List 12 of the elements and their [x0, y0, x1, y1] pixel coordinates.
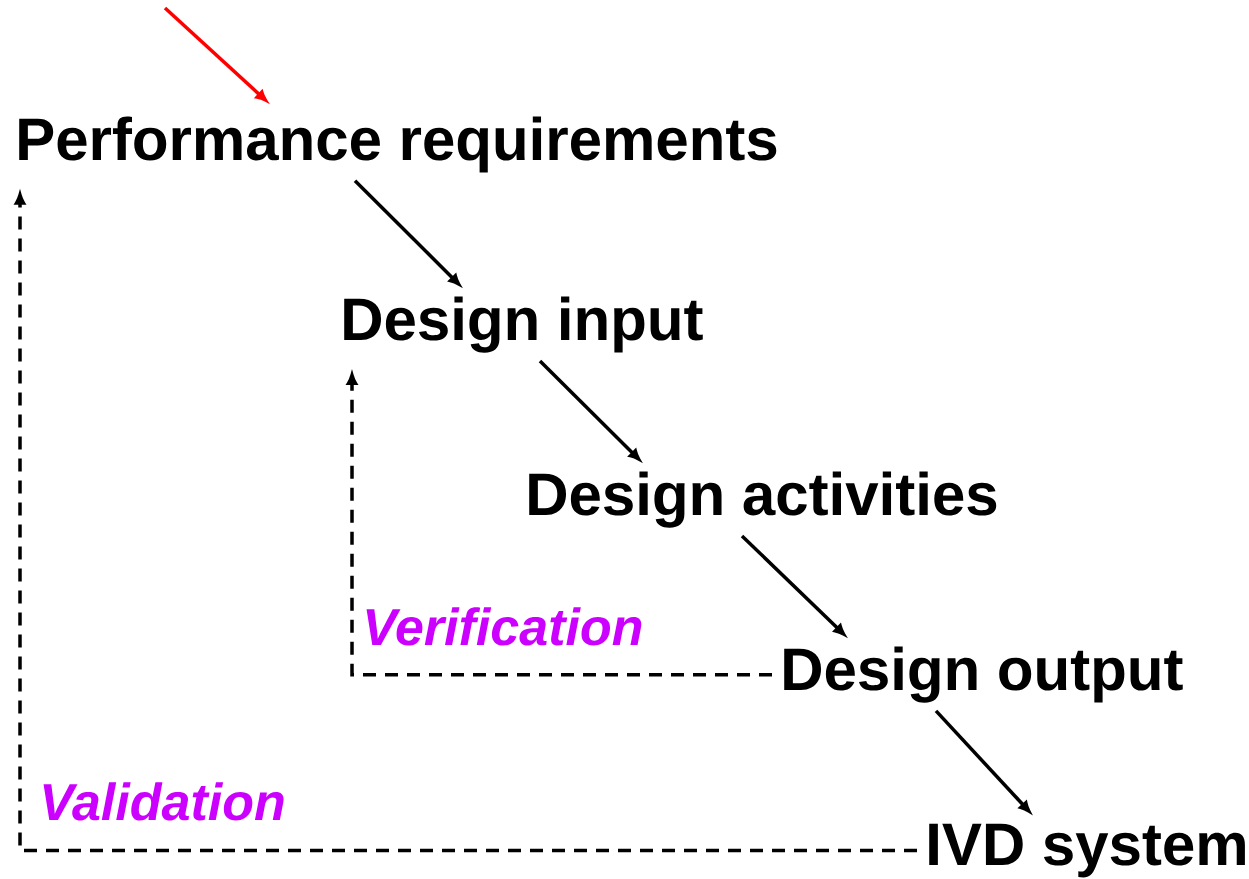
- edge-label: Verification: [360, 605, 646, 648]
- step-text: Design output: [784, 646, 1183, 703]
- arrow: [740, 534, 846, 636]
- step-text: IVD system: [929, 823, 1245, 878]
- arrow: [163, 6, 268, 102]
- step-text: Performance requirements: [19, 116, 777, 173]
- step-text: Design activities: [529, 471, 997, 528]
- arrow: [934, 709, 1031, 813]
- arrow: [353, 179, 461, 286]
- step-text: Design input: [344, 296, 703, 353]
- arrow: [538, 359, 641, 461]
- edge-label: Validation: [37, 780, 288, 823]
